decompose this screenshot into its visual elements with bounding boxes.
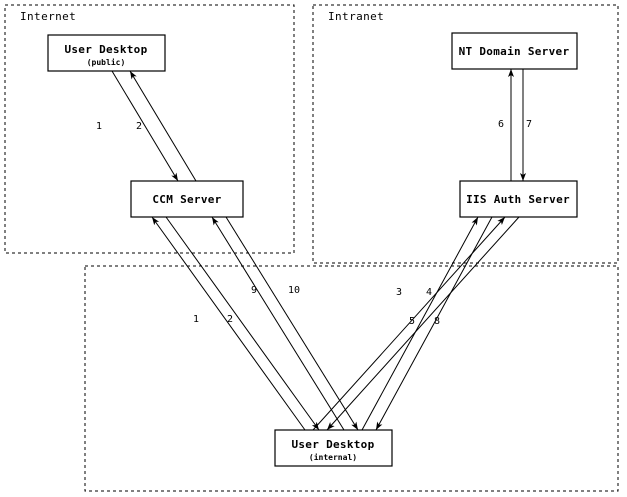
node-subtitle-user-desktop-public: (public) bbox=[87, 57, 126, 67]
zone-label-internet: Internet bbox=[20, 10, 76, 23]
node-box-user-desktop-internal bbox=[274, 429, 393, 467]
connection-flow-10 bbox=[225, 216, 359, 431]
connection-flow-1-internal bbox=[151, 216, 306, 431]
node-ccm-server: CCM Server bbox=[130, 180, 244, 218]
node-subtitle-user-desktop-internal: (internal) bbox=[309, 452, 357, 462]
zone-internal-lan bbox=[84, 265, 619, 492]
step-number-labels: 1 2 6 7 9 10 3 4 1 2 5 8 bbox=[96, 119, 532, 327]
connection-flow-8 bbox=[326, 216, 520, 431]
connection-flow-1-public bbox=[111, 70, 179, 182]
node-box-iis-auth-server bbox=[459, 180, 578, 218]
step-label-3: 3 bbox=[396, 287, 402, 298]
zone-boundary-intranet bbox=[312, 4, 619, 264]
step-label-10: 10 bbox=[288, 285, 300, 296]
node-title-user-desktop-public: User Desktop bbox=[64, 43, 147, 56]
connection-flow-5 bbox=[312, 216, 506, 431]
step-label-9: 9 bbox=[251, 285, 257, 296]
connection-flow-3 bbox=[361, 216, 479, 431]
zone-boundary-internet bbox=[4, 4, 295, 254]
step-label-2-bottom: 2 bbox=[227, 314, 233, 325]
connection-lines bbox=[111, 69, 526, 431]
node-title-iis-auth-server: IIS Auth Server bbox=[466, 193, 570, 206]
step-label-4: 4 bbox=[426, 287, 432, 298]
zone-intranet: Intranet bbox=[312, 4, 619, 264]
node-box-user-desktop-public bbox=[47, 34, 166, 72]
step-label-1-bottom: 1 bbox=[193, 314, 199, 325]
connection-flow-9 bbox=[211, 216, 345, 431]
node-iis-auth-server: IIS Auth Server bbox=[459, 180, 578, 218]
node-title-user-desktop-internal: User Desktop bbox=[291, 438, 374, 451]
node-box-nt-domain-server bbox=[451, 32, 578, 70]
connection-flow-2-public bbox=[129, 70, 197, 182]
step-label-8: 8 bbox=[434, 316, 440, 327]
node-user-desktop-internal: User Desktop(internal) bbox=[274, 429, 393, 467]
zone-boundary-internal-lan bbox=[84, 265, 619, 492]
step-label-6: 6 bbox=[498, 119, 504, 130]
connection-flow-2-internal bbox=[165, 216, 320, 431]
node-title-nt-domain-server: NT Domain Server bbox=[459, 45, 570, 58]
zone-internet: Internet bbox=[4, 4, 295, 254]
zone-boundaries: Internet Intranet bbox=[4, 4, 619, 492]
step-label-5: 5 bbox=[409, 316, 415, 327]
node-user-desktop-public: User Desktop(public) bbox=[47, 34, 166, 72]
zone-label-intranet: Intranet bbox=[328, 10, 384, 23]
node-box-ccm-server bbox=[130, 180, 244, 218]
step-label-1-top: 1 bbox=[96, 121, 102, 132]
step-label-2-top: 2 bbox=[136, 121, 142, 132]
node-title-ccm-server: CCM Server bbox=[152, 193, 221, 206]
step-label-7: 7 bbox=[526, 119, 532, 130]
node-nt-domain-server: NT Domain Server bbox=[451, 32, 578, 70]
